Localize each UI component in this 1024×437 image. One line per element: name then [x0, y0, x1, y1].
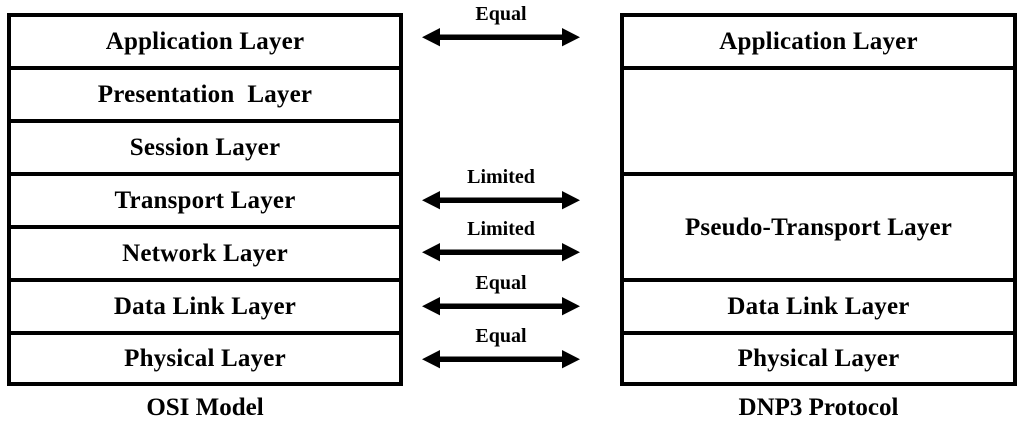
layer-label: Network Layer [122, 240, 288, 267]
dnp3-layer-pseudo-transport: Pseudo-Transport Layer [624, 176, 1013, 282]
osi-layer-transport: Transport Layer [11, 176, 399, 229]
layer-label: Presentation Layer [97, 81, 313, 108]
double-headed-arrow-icon [422, 350, 580, 369]
double-headed-arrow-icon [422, 191, 580, 210]
double-headed-arrow-icon [422, 243, 580, 262]
comparison-label: Limited [467, 166, 535, 188]
dnp3-layer-empty [624, 70, 1013, 176]
comparison-arrow-data-link: Equal [420, 273, 582, 317]
double-headed-arrow-icon [422, 297, 580, 316]
layer-label: Physical Layer [737, 345, 900, 372]
osi-layer-network: Network Layer [11, 229, 399, 282]
osi-layer-physical: Physical Layer [11, 335, 399, 382]
double-headed-arrow-icon [422, 28, 580, 47]
dnp3-protocol-stack: Application Layer Pseudo-Transport Layer… [620, 13, 1017, 386]
layer-label: Physical Layer [124, 345, 286, 372]
comparison-arrow-transport: Limited [420, 167, 582, 211]
comparison-label: Equal [475, 325, 527, 347]
dnp3-layer-application: Application Layer [624, 17, 1013, 70]
layer-label: Session Layer [129, 134, 281, 161]
layer-label: Application Layer [105, 28, 305, 55]
layer-label: Data Link Layer [113, 293, 297, 320]
osi-layer-data-link: Data Link Layer [11, 282, 399, 335]
layer-label: Pseudo-Transport Layer [684, 213, 953, 241]
layer-label: Transport Layer [114, 187, 296, 214]
osi-layer-presentation: Presentation Layer [11, 70, 399, 123]
dnp3-layer-physical: Physical Layer [624, 335, 1013, 382]
comparison-label: Equal [475, 272, 527, 294]
dnp3-layer-data-link: Data Link Layer [624, 282, 1013, 335]
osi-layer-session: Session Layer [11, 123, 399, 176]
comparison-label: Limited [467, 218, 535, 240]
layer-label: Application Layer [719, 28, 918, 55]
comparison-arrow-physical: Equal [420, 326, 582, 370]
osi-model-stack: Application Layer Presentation Layer Ses… [7, 13, 403, 386]
comparison-label: Equal [475, 3, 527, 25]
comparison-arrow-application: Equal [420, 4, 582, 48]
layer-label: Data Link Layer [727, 293, 910, 320]
dnp3-protocol-caption: DNP3 Protocol [738, 394, 899, 421]
osi-layer-application: Application Layer [11, 17, 399, 70]
osi-model-caption: OSI Model [146, 394, 264, 421]
comparison-arrow-network: Limited [420, 219, 582, 263]
